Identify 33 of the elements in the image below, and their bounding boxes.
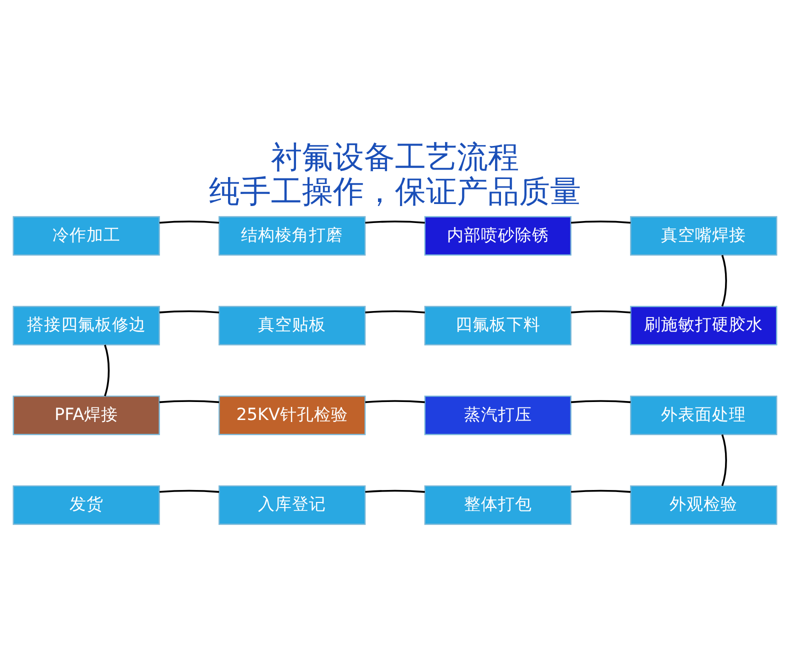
node-box: 真空嘴焊接 (630, 216, 778, 256)
node-box: PFA焊接 (12, 396, 160, 436)
connector (570, 310, 631, 314)
node-box: 蒸汽打压 (424, 396, 572, 436)
connector (159, 310, 220, 314)
connector (365, 490, 425, 493)
connector (721, 434, 727, 486)
connector (365, 220, 425, 224)
connector (721, 254, 727, 307)
node-box: 外表面处理 (630, 396, 778, 436)
caption: 纯手工操作，保证产品质量 (209, 174, 581, 210)
connector (365, 400, 425, 404)
connector (159, 490, 220, 493)
connector (365, 310, 425, 314)
node-box: 整体打包 (424, 485, 572, 525)
node-box: 25KV针孔检验 (218, 396, 366, 436)
node-box: 搭接四氟板修边 (12, 306, 160, 346)
connector (570, 220, 631, 224)
connector (159, 220, 220, 224)
diagram-title: 衬氟设备工艺流程 (271, 139, 519, 176)
connector (104, 344, 110, 396)
node-box: 入库登记 (218, 485, 366, 525)
node-box: 内部喷砂除锈 (424, 216, 572, 256)
node-box: 发货 (12, 485, 160, 525)
node-box: 真空贴板 (218, 306, 366, 346)
connector (159, 400, 220, 404)
connector (570, 490, 631, 493)
node-box: 冷作加工 (12, 216, 160, 256)
connector (570, 400, 631, 404)
node-box: 四氟板下料 (424, 306, 572, 346)
node-box: 结构棱角打磨 (218, 216, 366, 256)
node-box: 外观检验 (630, 485, 778, 525)
node-box: 刷施敏打硬胶水 (630, 306, 778, 346)
